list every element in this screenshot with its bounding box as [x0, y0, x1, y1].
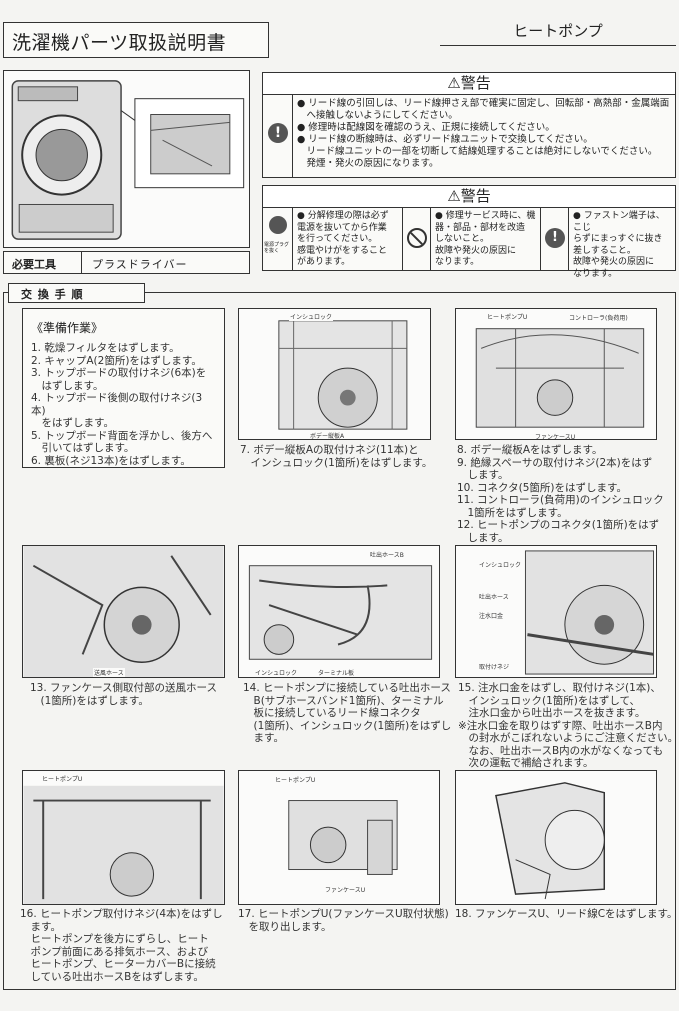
figure-label: 注水口金	[478, 611, 505, 620]
prep-step: 5. トップボード背面を浮かし、後方へ 引いてはずします。	[31, 429, 213, 455]
figure-label: ヒートポンプU	[274, 775, 317, 784]
figure-label: インシュロック	[289, 312, 334, 321]
figure-label: 吐出ホースB	[369, 550, 405, 559]
step-caption: 16. ヒートポンプ取付けネジ(4本)をはずし ます。 ヒートポンプを後方にずら…	[20, 908, 223, 983]
figure-label: 送風ホース	[93, 668, 125, 677]
tools-value: プラスドライバー	[92, 258, 188, 271]
figure-label: ターミナル板	[317, 668, 356, 677]
step-13-figure: 送風ホース	[22, 545, 225, 678]
warning-heading: ⚠警告	[263, 186, 675, 208]
figure-label: ボデー縦板A	[309, 431, 346, 440]
warning-text: ● リード線の引回しは、リード線押さえ部で確実に固定し、回転部・高熱部・金属端面…	[297, 98, 670, 169]
step-17-figure: ヒートポンプU ファンケースU	[238, 770, 440, 905]
warning-box-1: ⚠警告 ! ● リード線の引回しは、リード線押さえ部で確実に固定し、回転部・高熱…	[262, 72, 676, 178]
part-name: ヒートポンプ	[440, 18, 676, 46]
tools-label: 必要工具	[4, 252, 82, 273]
warning-triangle-icon: ⚠	[447, 187, 461, 205]
warning-triangle-icon: ⚠	[447, 74, 461, 92]
figure-label: インシュロック	[254, 668, 299, 677]
figure-label: ヒートポンプU	[41, 774, 84, 783]
prep-step: 6. 裏板(ネジ13本)をはずします。	[31, 454, 191, 467]
figure-label: 吐出ホース	[478, 592, 510, 601]
step-18-figure	[455, 770, 657, 905]
step-caption: 13. ファンケース側取付部の送風ホース (1箇所)をはずします。	[30, 682, 217, 707]
washer-illustration	[3, 70, 250, 248]
step-8-figure: ヒートポンプU コントローラ(負荷用) ファンケースU	[455, 308, 657, 440]
step-caption: 7. ボデー縦板Aの取付けネジ(11本)と インシュロック(1箇所)をはずします…	[240, 444, 433, 469]
document-title: 洗濯機パーツ取扱説明書	[3, 22, 269, 58]
step-7-figure: インシュロック ボデー縦板A	[238, 308, 431, 440]
figure-label: ファンケースU	[324, 885, 367, 894]
exclamation-icon: !	[263, 95, 293, 177]
step-caption: 17. ヒートポンプU(ファンケースU取付状態) を取り出します。	[238, 908, 449, 933]
step-16-figure: ヒートポンプU	[22, 770, 225, 905]
figure-label: インシュロック	[478, 560, 523, 569]
step-caption: 14. ヒートポンプに接続している吐出ホース B(サブホースバンド1箇所)、ター…	[243, 682, 452, 744]
preparation-box: 《準備作業》 1. 乾燥フィルタをはずします。 2. キャップA(2箇所)をはず…	[22, 308, 225, 468]
preparation-title: 《準備作業》	[31, 321, 104, 335]
step-caption: 18. ファンケースU、リード線Cをはずします。	[455, 908, 678, 920]
step-14-figure: 吐出ホースB インシュロック ターミナル板	[238, 545, 440, 678]
prep-step: 4. トップボード後側の取付けネジ(3本) をはずします。	[31, 392, 203, 429]
step-15-figure: インシュロック 吐出ホース 注水口金 取付けネジ	[455, 545, 657, 678]
prohibited-icon	[403, 208, 431, 270]
unplug-icon: 電源プラグを抜く	[263, 208, 293, 270]
figure-label: コントローラ(負荷用)	[568, 313, 629, 322]
plug-caption: 電源プラグを抜く	[264, 242, 290, 254]
step-caption: 15. 注水口金をはずし、取付けネジ(1本)、 インシュロック(1箇所)をはずし…	[458, 682, 679, 769]
figure-label: ヒートポンプU	[486, 312, 529, 321]
step-caption: 8. ボデー縦板Aをはずします。 9. 絶縁スペーサの取付けネジ(2本)をはず …	[457, 444, 664, 544]
warning-item: ● 修理サービス時に、機 器・部品・部材を改造 しないこと。 故障や発火の原因に…	[431, 208, 541, 270]
prep-step: 2. キャップA(2箇所)をはずします。	[31, 354, 202, 367]
procedure-frame	[3, 292, 676, 990]
warning-box-2: ⚠警告 電源プラグを抜く ● 分解修理の際は必ず 電源を抜いてから作業 を行って…	[262, 185, 676, 279]
exclamation-icon: !	[541, 208, 569, 270]
figure-label: 取付けネジ	[478, 662, 511, 671]
warning-item: ● 分解修理の際は必ず 電源を抜いてから作業 を行ってください。 感電やけがをす…	[293, 208, 403, 270]
procedure-label: 交 換 手 順	[8, 283, 145, 303]
warning-item: ● ファストン端子は、こじ らずにまっすぐに抜き 差しすること。 故障や発火の原…	[573, 211, 665, 279]
prep-step: 3. トップボードの取付けネジ(6本)を はずします。	[31, 367, 207, 392]
warning-heading: ⚠警告	[263, 73, 675, 95]
required-tools: 必要工具 プラスドライバー	[3, 251, 250, 274]
figure-label: ファンケースU	[534, 432, 577, 440]
prep-step: 1. 乾燥フィルタをはずします。	[31, 342, 180, 354]
